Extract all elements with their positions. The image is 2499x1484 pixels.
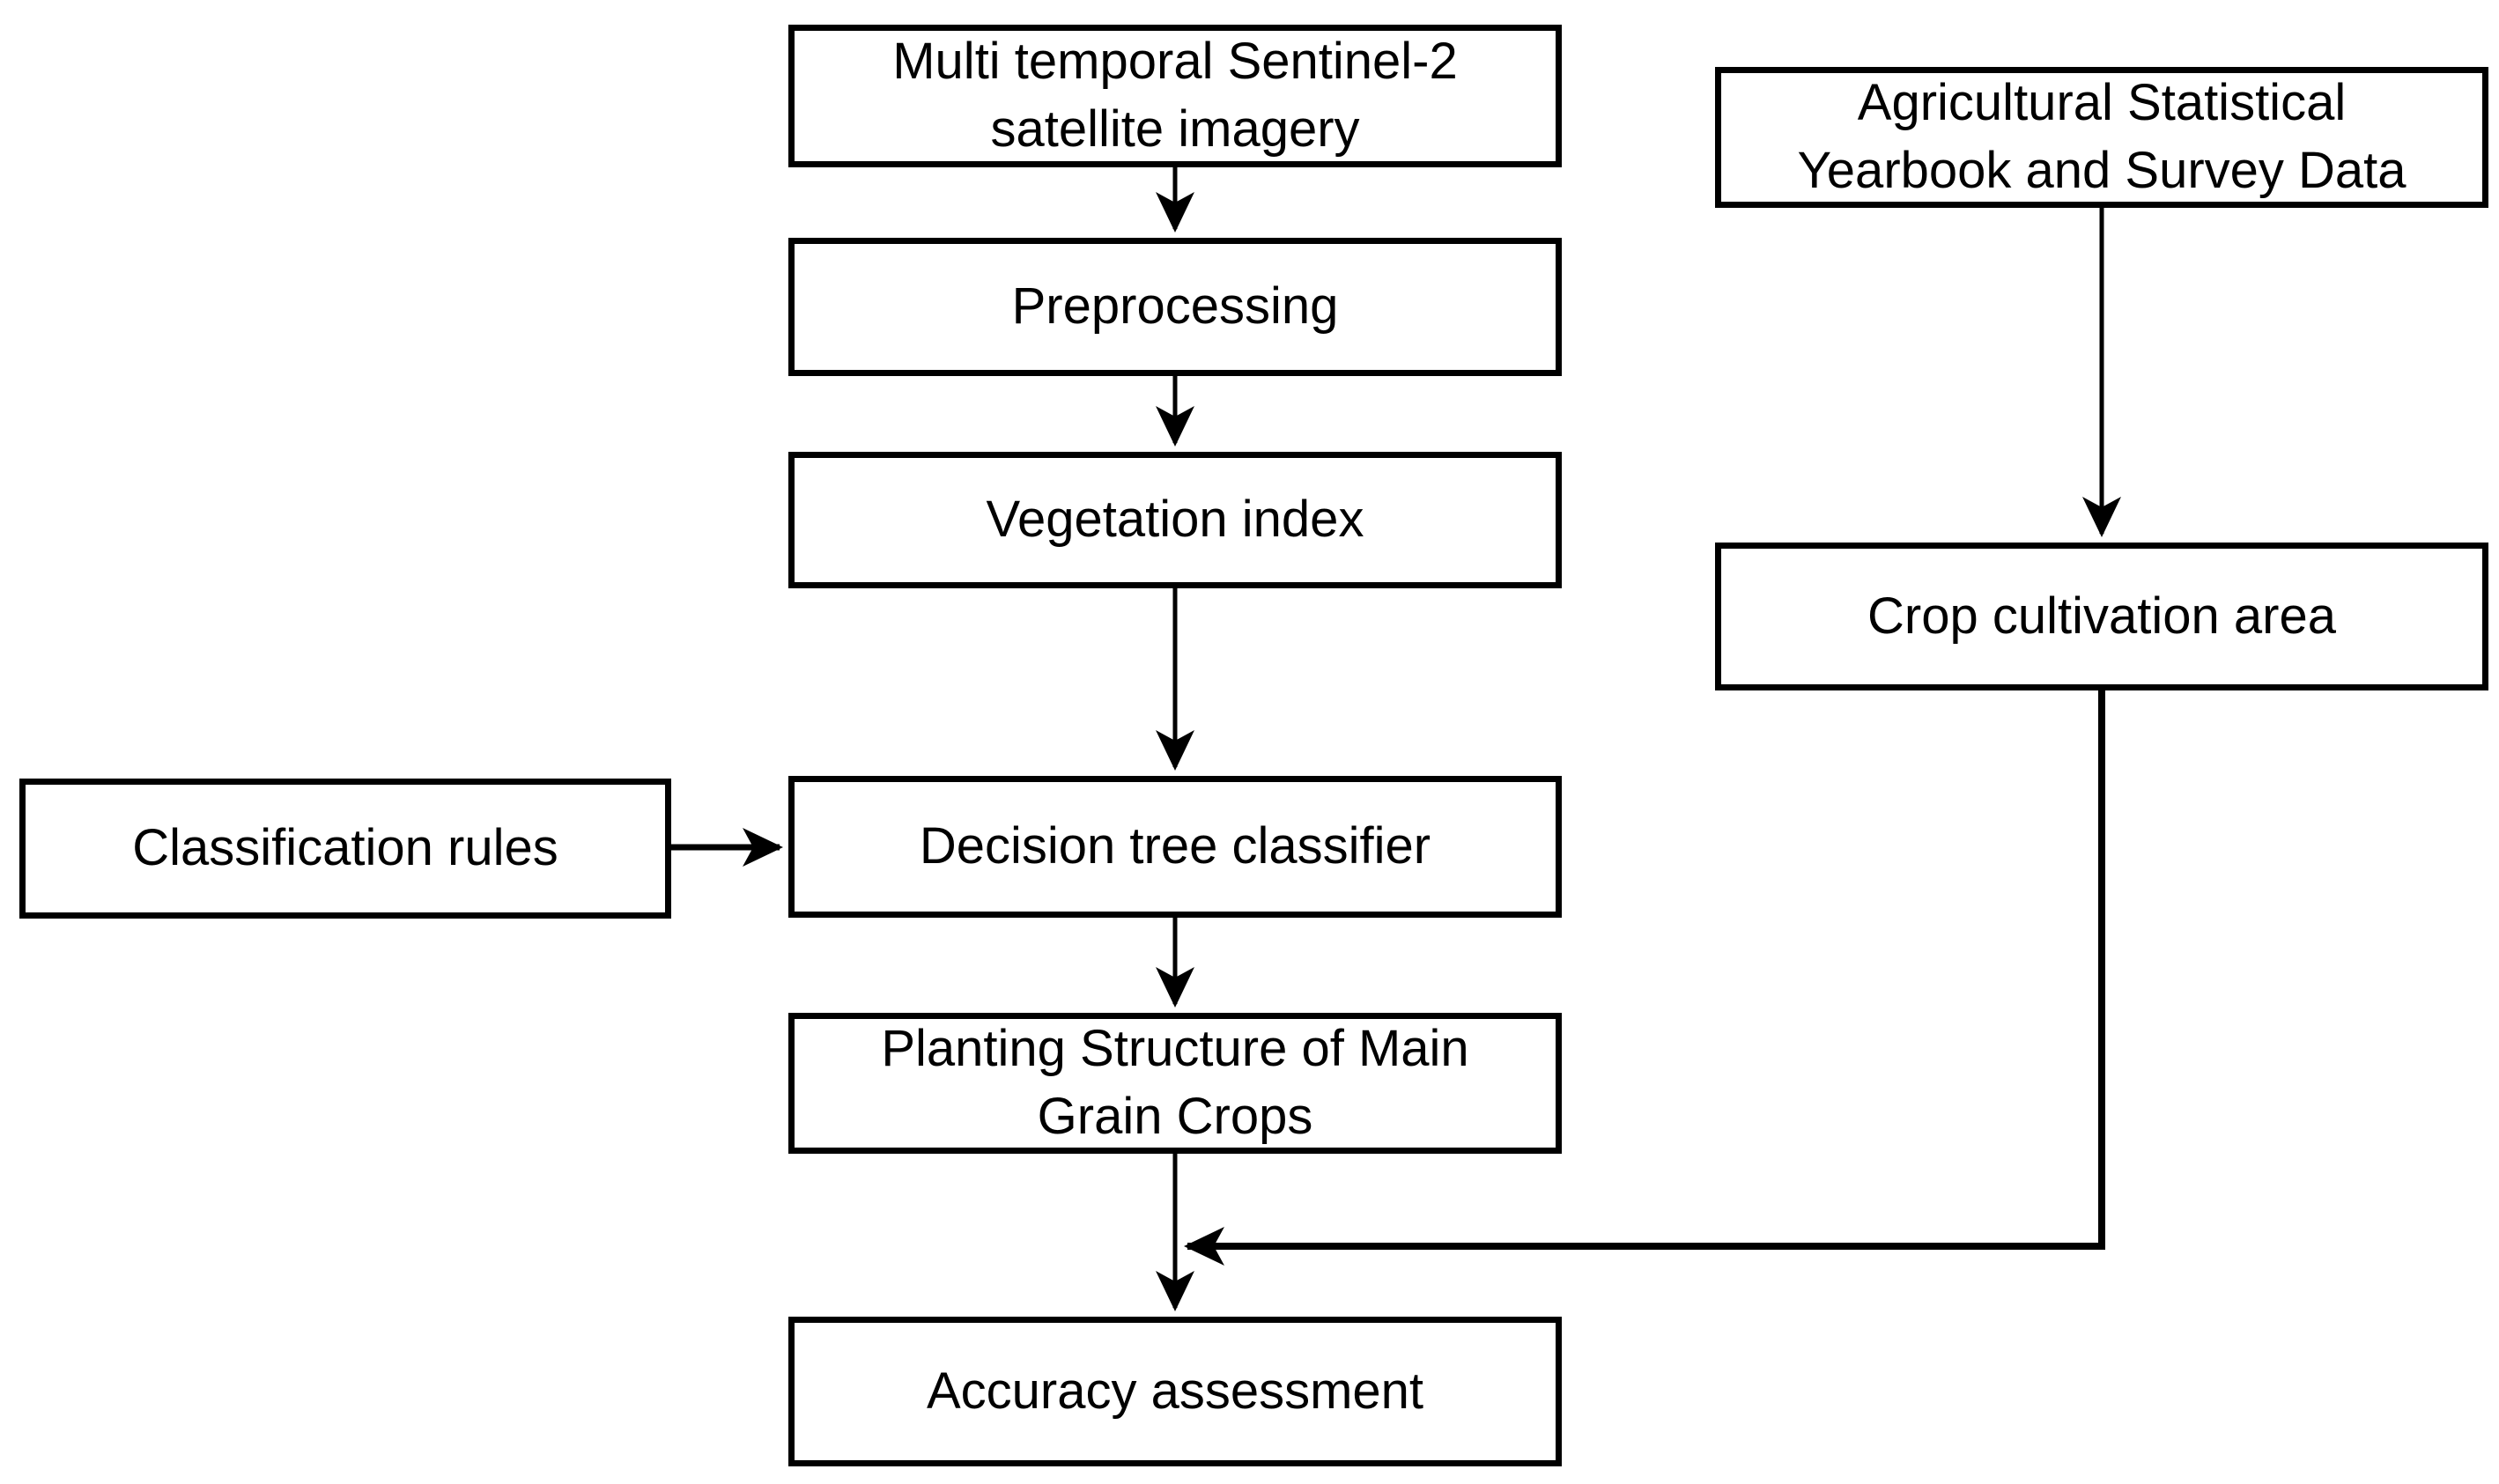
- node-vegetation-index: Vegetation index: [788, 452, 1562, 588]
- node-label: Crop cultivation area: [1867, 587, 2336, 645]
- node-label: Decision tree classifier: [919, 817, 1431, 875]
- edge-croparea-to-accuracy: [1184, 690, 2105, 1266]
- node-label: Accuracy assessment: [926, 1362, 1424, 1420]
- node-agricultural-statistical-yearbook-survey-data: Agricultural Statistical Yearbook and Su…: [1715, 67, 2488, 208]
- node-label: Classification rules: [132, 819, 558, 877]
- node-label: Planting Structure of Main Grain Crops: [881, 1020, 1469, 1145]
- node-preprocessing: Preprocessing: [788, 238, 1562, 376]
- node-crop-cultivation-area: Crop cultivation area: [1715, 543, 2488, 690]
- node-accuracy-assessment: Accuracy assessment: [788, 1317, 1562, 1466]
- node-decision-tree-classifier: Decision tree classifier: [788, 776, 1562, 918]
- node-label: Vegetation index: [986, 491, 1364, 549]
- node-label: Preprocessing: [1011, 277, 1339, 336]
- node-planting-structure-main-grain-crops: Planting Structure of Main Grain Crops: [788, 1013, 1562, 1154]
- node-label: Agricultural Statistical Yearbook and Su…: [1797, 74, 2407, 199]
- node-label: Multi temporal Sentinel-2 satellite imag…: [892, 33, 1458, 158]
- node-classification-rules: Classification rules: [19, 779, 671, 919]
- node-multi-temporal-sentinel2-imagery: Multi temporal Sentinel-2 satellite imag…: [788, 25, 1562, 167]
